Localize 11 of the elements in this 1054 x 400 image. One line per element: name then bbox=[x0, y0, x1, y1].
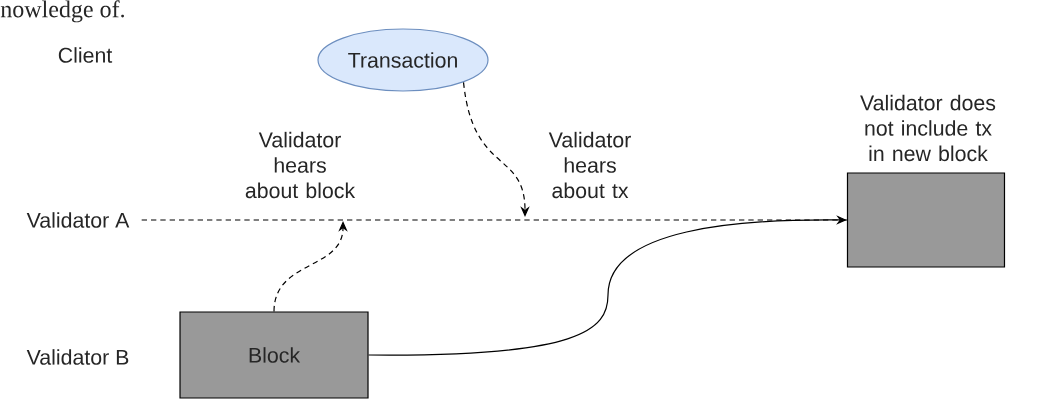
dashed-arrow bbox=[462, 81, 530, 217]
edge-label: Validator hears about block bbox=[233, 130, 367, 200]
lane-label: Validator B bbox=[26, 349, 129, 365]
page-text: nowledge of. bbox=[0, 0, 124, 23]
block-box: Validator does not include tx in new block bbox=[846, 94, 1006, 268]
edge-label: Validator hears about tx bbox=[533, 130, 647, 200]
node-label: Validator does not include tx in new block bbox=[860, 94, 996, 162]
block-box: Block bbox=[179, 311, 369, 399]
timeline bbox=[141, 219, 848, 221]
lane-label: Client bbox=[58, 47, 113, 63]
lane-label: Validator A bbox=[26, 212, 130, 228]
